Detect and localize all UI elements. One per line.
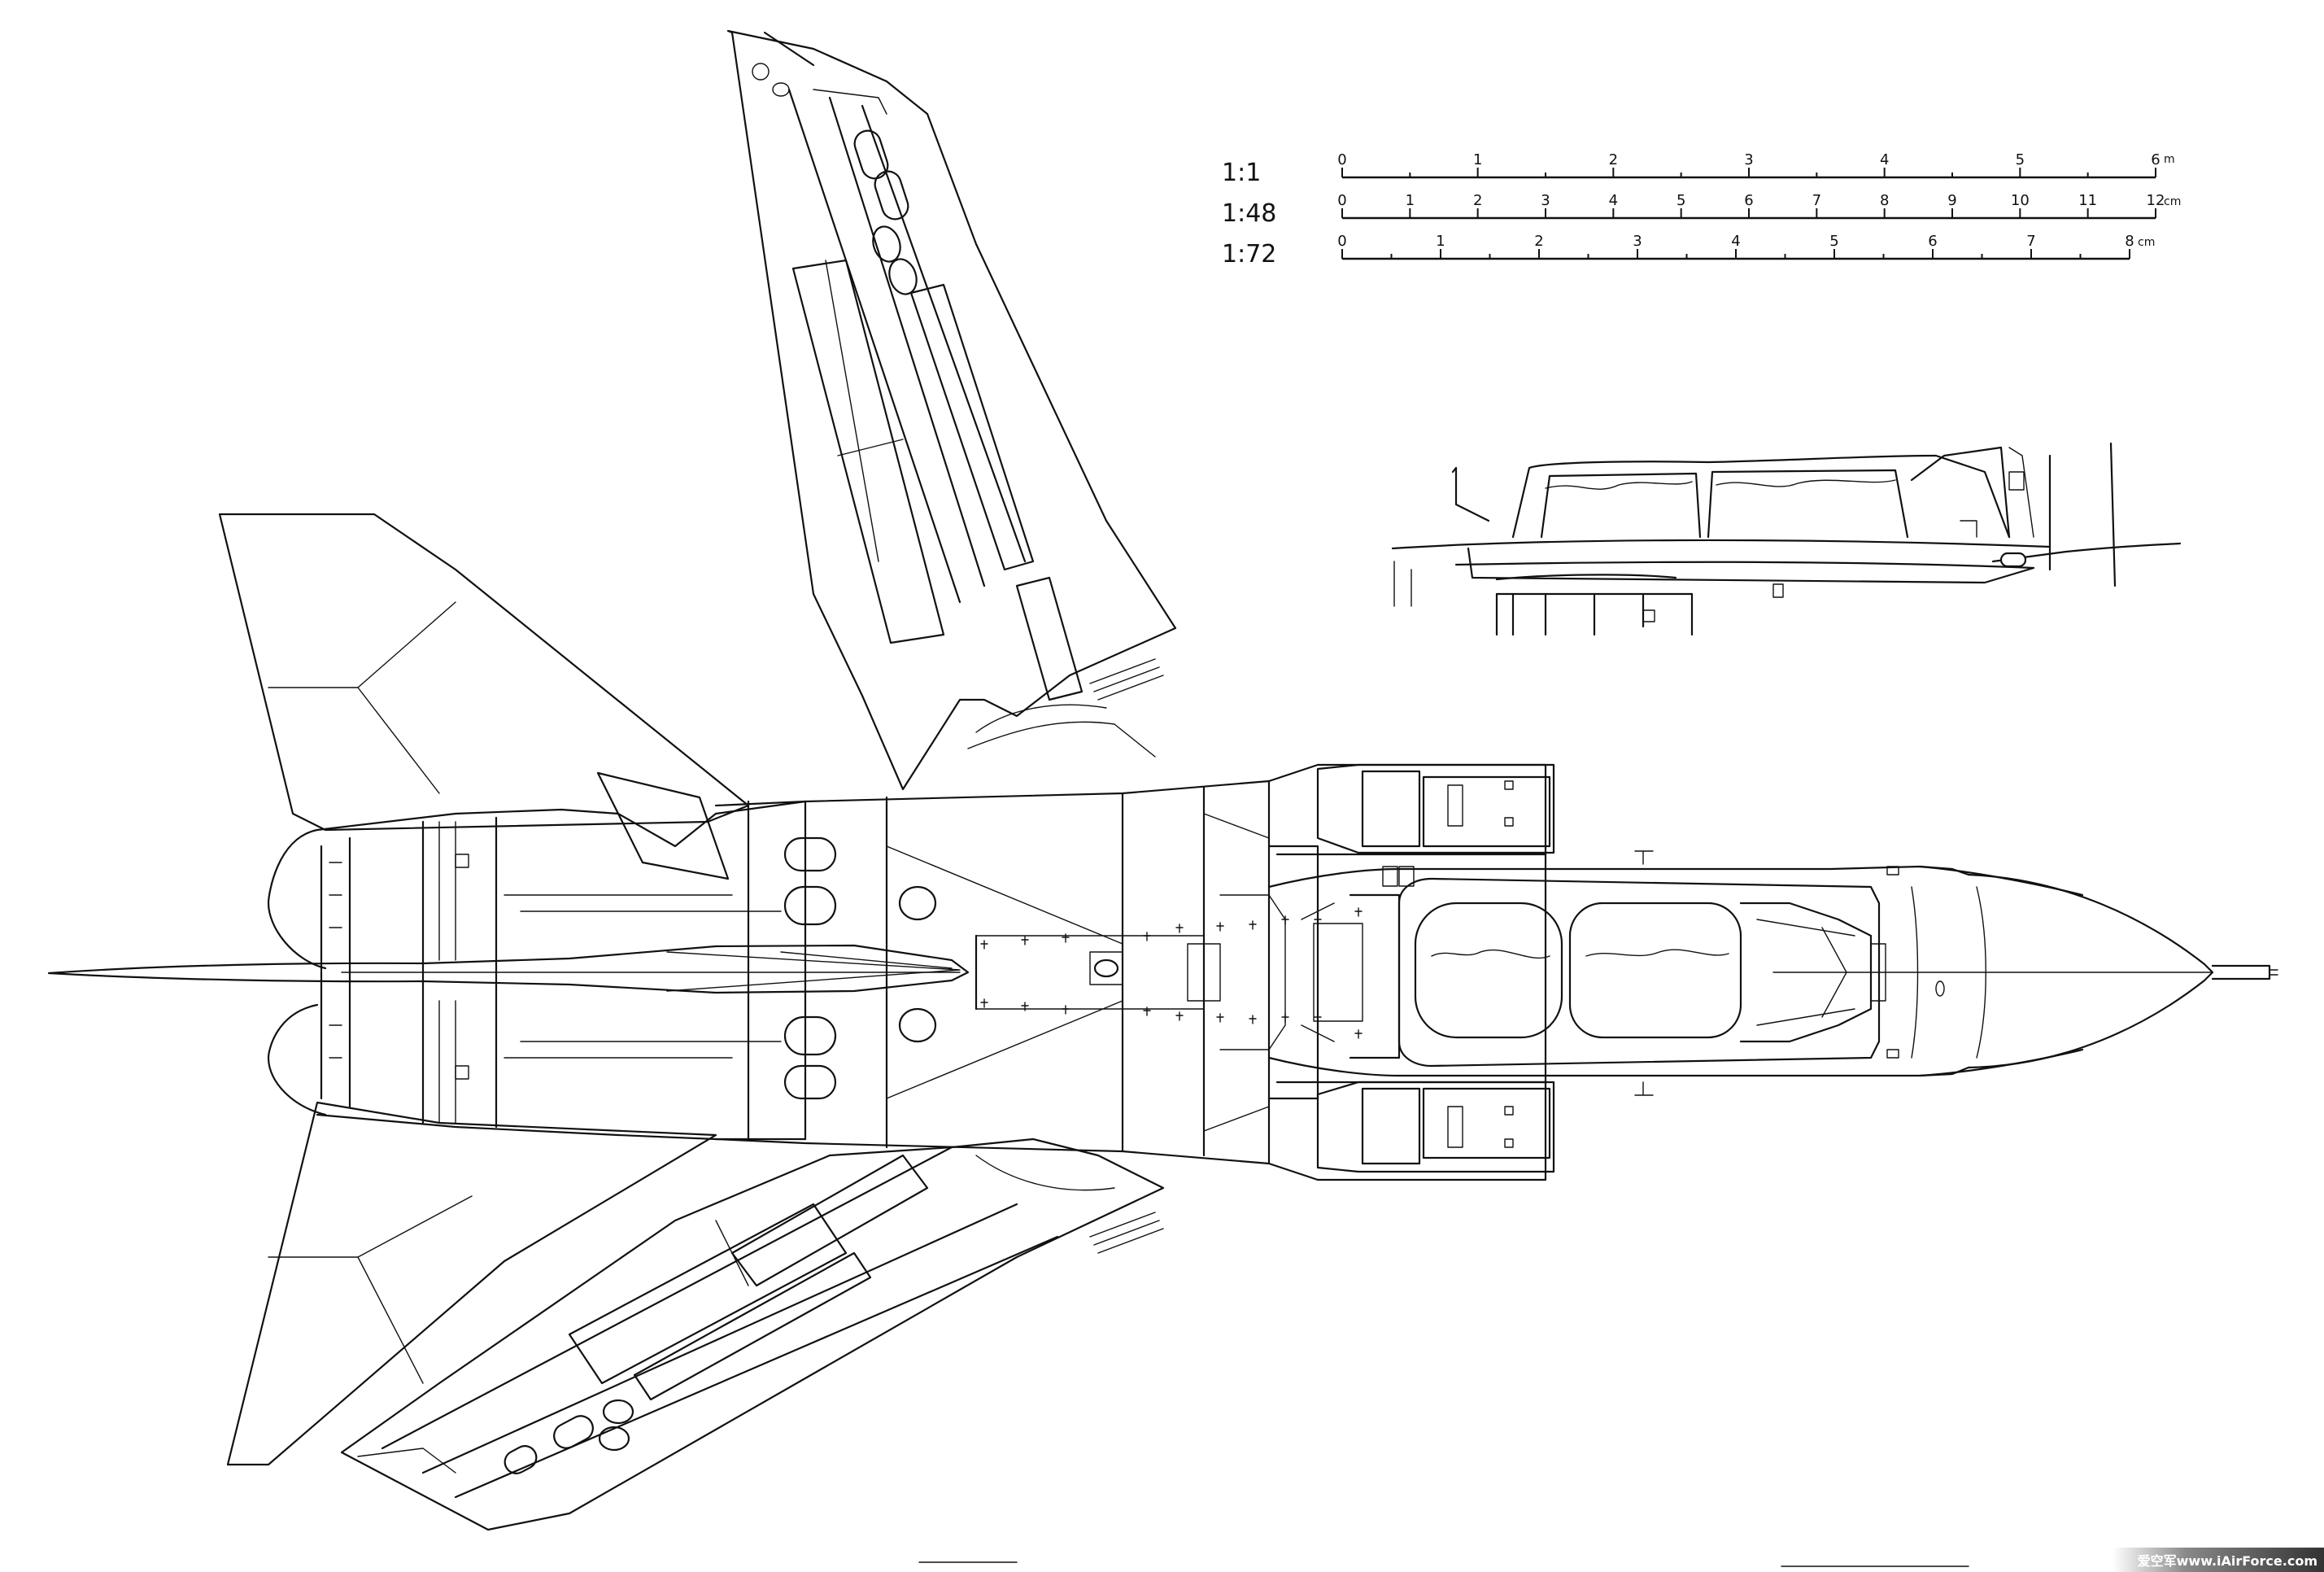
fastener-mark xyxy=(1143,932,1151,941)
scale-tick-label: 9 xyxy=(1947,192,1956,209)
scale-unit-1-48: cm xyxy=(2164,195,2181,208)
scale-tick-label: 2 xyxy=(1534,233,1543,250)
centre-fuselage xyxy=(714,763,1547,1181)
scale-tick-label: 7 xyxy=(2026,233,2035,250)
tailplane-lower xyxy=(226,1101,717,1466)
scale-tick-label: 4 xyxy=(1609,192,1618,209)
scale-ticks-1-1: 0 1 2 3 4 5 6 xyxy=(1337,151,2160,177)
fastener-mark xyxy=(1175,924,1184,933)
tailplane-upper xyxy=(218,513,750,880)
scale-tick-label: 1 xyxy=(1406,192,1415,209)
centre-fittings xyxy=(980,907,1363,1039)
aircraft-top-view xyxy=(47,29,2278,1531)
scale-ticks-1-72: 0 1 2 3 4 5 6 7 8 xyxy=(1337,233,2134,259)
fastener-mark xyxy=(1021,1002,1029,1011)
fastener-mark xyxy=(1354,907,1363,917)
fastener-mark xyxy=(1281,1013,1289,1023)
fastener-mark xyxy=(1143,1007,1151,1016)
fastener-mark xyxy=(1281,915,1289,925)
fastener-mark xyxy=(1216,1013,1224,1023)
scale-unit-1-1: m xyxy=(2164,153,2175,166)
intake-lower xyxy=(1275,1081,1555,1173)
scale-tick-label: 6 xyxy=(2151,151,2160,168)
scale-tick-label: 8 xyxy=(2125,233,2134,250)
scale-tick-label: 1 xyxy=(1473,151,1482,168)
scale-tick-label: 8 xyxy=(1880,192,1889,209)
scale-tick-label: 0 xyxy=(1337,233,1346,250)
scale-label-1-72: 1:72 xyxy=(1222,240,1276,269)
scale-tick-label: 5 xyxy=(1829,233,1838,250)
scale-tick-label: 0 xyxy=(1337,151,1346,168)
scale-bar-1-1: 1:1 0 1 2 3 4 5 6 m xyxy=(1222,151,2175,187)
scale-tick-label: 11 xyxy=(2078,192,2097,209)
scale-tick-label: 5 xyxy=(1677,192,1685,209)
rear-fuselage xyxy=(267,800,807,1141)
scale-tick-label: 10 xyxy=(2011,192,2030,209)
fastener-mark xyxy=(1062,1005,1070,1015)
scale-label-1-48: 1:48 xyxy=(1222,199,1276,228)
fastener-mark xyxy=(1021,936,1029,945)
fastener-mark xyxy=(1175,1011,1184,1021)
fastener-mark xyxy=(1249,1015,1257,1024)
centre-spine-detail xyxy=(1301,902,1363,1042)
scale-unit-1-72: cm xyxy=(2138,236,2155,249)
scale-tick-label: 2 xyxy=(1473,192,1482,209)
forward-fuselage xyxy=(1267,850,2278,1096)
wing-lower xyxy=(340,1138,1165,1531)
fastener-mark xyxy=(1216,922,1224,932)
scale-tick-label: 3 xyxy=(1744,151,1753,168)
scale-tick-label: 7 xyxy=(1812,192,1821,209)
scale-tick-label: 12 xyxy=(2147,192,2165,209)
fastener-mark xyxy=(980,998,988,1008)
scale-tick-label: 5 xyxy=(2016,151,2025,168)
wing-upper xyxy=(726,29,1177,791)
scale-tick-label: 1 xyxy=(1436,233,1445,250)
scale-tick-label: 6 xyxy=(1928,233,1937,250)
fastener-mark xyxy=(1354,1029,1363,1039)
scale-tick-label: 2 xyxy=(1609,151,1618,168)
scale-tick-label: 4 xyxy=(1731,233,1740,250)
scale-tick-label: 0 xyxy=(1337,192,1346,209)
site-watermark: 爱空军www.iAirForce.com xyxy=(2113,1548,2324,1572)
canopy-side-detail xyxy=(1391,442,2182,636)
scale-bar-1-72: 1:72 0 1 2 3 4 5 6 7 8 cm xyxy=(1222,233,2155,269)
scale-tick-label: 3 xyxy=(1541,192,1550,209)
fastener-mark xyxy=(1249,920,1257,930)
scale-tick-label: 3 xyxy=(1633,233,1642,250)
scale-tick-label: 6 xyxy=(1744,192,1753,209)
scale-tick-label: 4 xyxy=(1880,151,1889,168)
intake-upper xyxy=(1275,763,1555,887)
fastener-mark xyxy=(1062,933,1070,943)
scale-label-1-1: 1:1 xyxy=(1222,159,1261,187)
tail-fin-spine xyxy=(47,944,970,994)
fastener-mark xyxy=(980,940,988,950)
